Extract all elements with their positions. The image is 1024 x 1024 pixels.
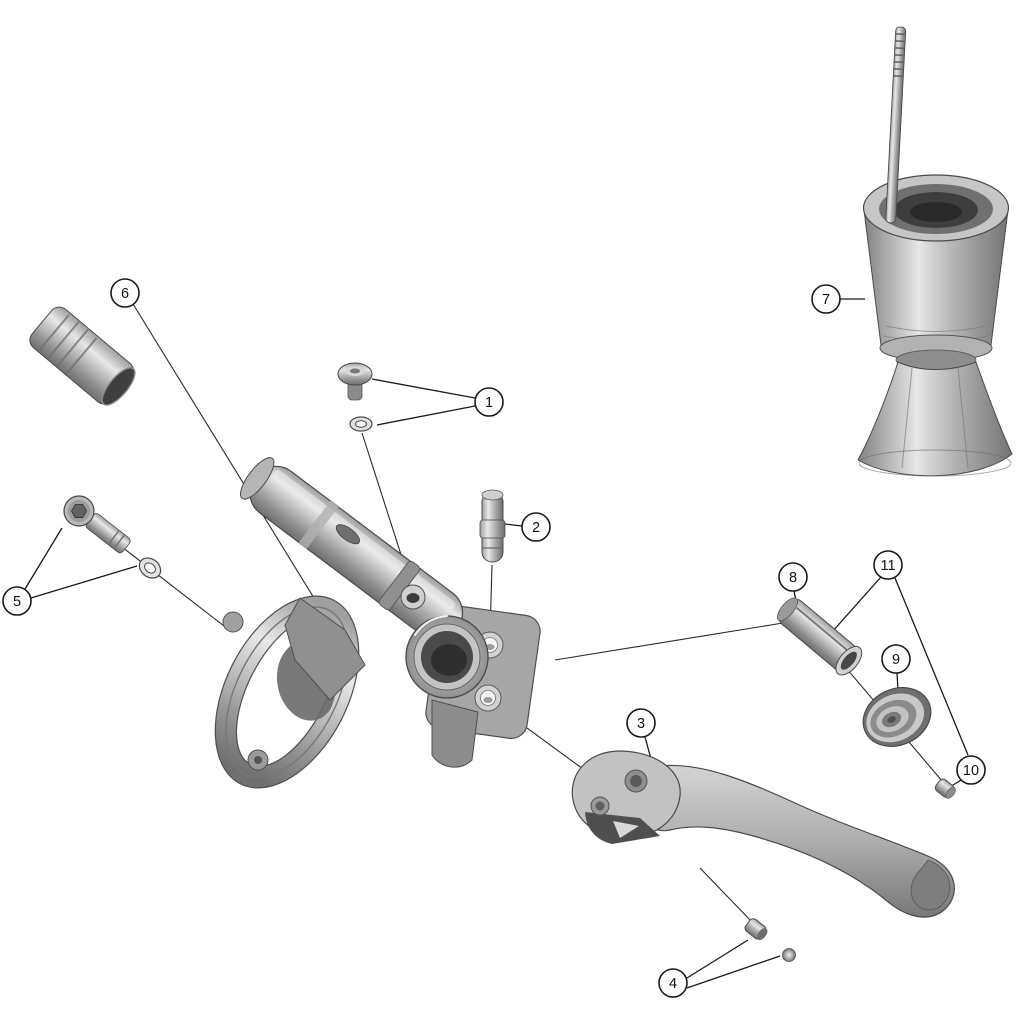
part-pivot-hardware	[744, 918, 796, 962]
axis-line-pivot-hardware	[699, 867, 753, 923]
part-flange-bolt	[337, 362, 373, 401]
funnel-plunger	[885, 26, 907, 224]
part-master-cylinder-body	[214, 457, 541, 789]
part-bleed-funnel	[857, 26, 1013, 477]
callout-2-circle	[521, 512, 551, 542]
callout-4: 4	[658, 968, 688, 998]
callout-6-circle	[110, 278, 140, 308]
callout-9: 9	[881, 644, 911, 674]
callout-8: 8	[778, 562, 808, 592]
lever-tip-hook	[910, 859, 951, 911]
leader-5a	[24, 527, 63, 590]
leader-2	[504, 523, 523, 527]
callout-10-circle	[956, 755, 986, 785]
callout-6: 6	[110, 278, 140, 308]
callout-3-circle	[626, 708, 656, 738]
callout-3-label: 3	[637, 716, 645, 732]
callout-3: 3	[626, 708, 656, 738]
body-link	[284, 597, 366, 701]
part-nut	[934, 778, 956, 799]
callout-7-label: 7	[822, 292, 830, 308]
callout-5: 5	[2, 586, 32, 616]
lower-bracket	[431, 699, 479, 768]
callout-5-label: 5	[13, 594, 21, 610]
callout-11-circle	[873, 550, 903, 580]
part-pivot-pin	[479, 489, 506, 563]
callout-7-circle	[811, 284, 841, 314]
leader-9	[896, 672, 899, 691]
part-washer-clamp	[138, 557, 162, 579]
leader-11b	[894, 577, 969, 756]
axis-line-bolt5	[121, 546, 225, 627]
callout-10: 10	[956, 755, 986, 785]
callout-11: 11	[873, 550, 903, 580]
detent-ball	[782, 948, 796, 962]
callout-4-circle	[658, 968, 688, 998]
funnel-skirt	[857, 361, 1013, 477]
callout-1-circle	[474, 387, 504, 417]
part-washer-small	[349, 416, 373, 432]
leader-1a	[371, 378, 476, 399]
callout-8-circle	[778, 562, 808, 592]
callout-9-label: 9	[892, 652, 900, 668]
axis-line-boot	[132, 303, 339, 638]
callout-1: 1	[474, 387, 504, 417]
callout-2-label: 2	[532, 520, 540, 536]
callout-10-label: 10	[963, 763, 979, 779]
callout-8-label: 8	[789, 570, 797, 586]
leader-4a	[686, 939, 749, 979]
part-bushing-sleeve	[777, 597, 863, 676]
callout-9-circle	[881, 644, 911, 674]
part-boot	[29, 306, 136, 406]
axis-line-body-to-bushing	[554, 622, 784, 661]
part-adjuster-dial	[862, 687, 932, 747]
part-lever-blade	[571, 750, 955, 918]
callout-5-circle	[2, 586, 32, 616]
part-clamp-bolt	[63, 495, 131, 554]
callout-4-label: 4	[669, 976, 677, 992]
callout-11-label: 11	[880, 558, 895, 574]
clamp-hinge-lug	[222, 611, 244, 633]
callout-1-label: 1	[485, 395, 493, 411]
leader-1b	[376, 405, 476, 426]
leader-4b	[686, 955, 781, 989]
callout-2: 2	[521, 512, 551, 542]
leader-5b	[30, 565, 138, 599]
callout-6-label: 6	[121, 286, 129, 302]
callout-7: 7	[811, 284, 841, 314]
cylinder-bore	[405, 615, 489, 699]
